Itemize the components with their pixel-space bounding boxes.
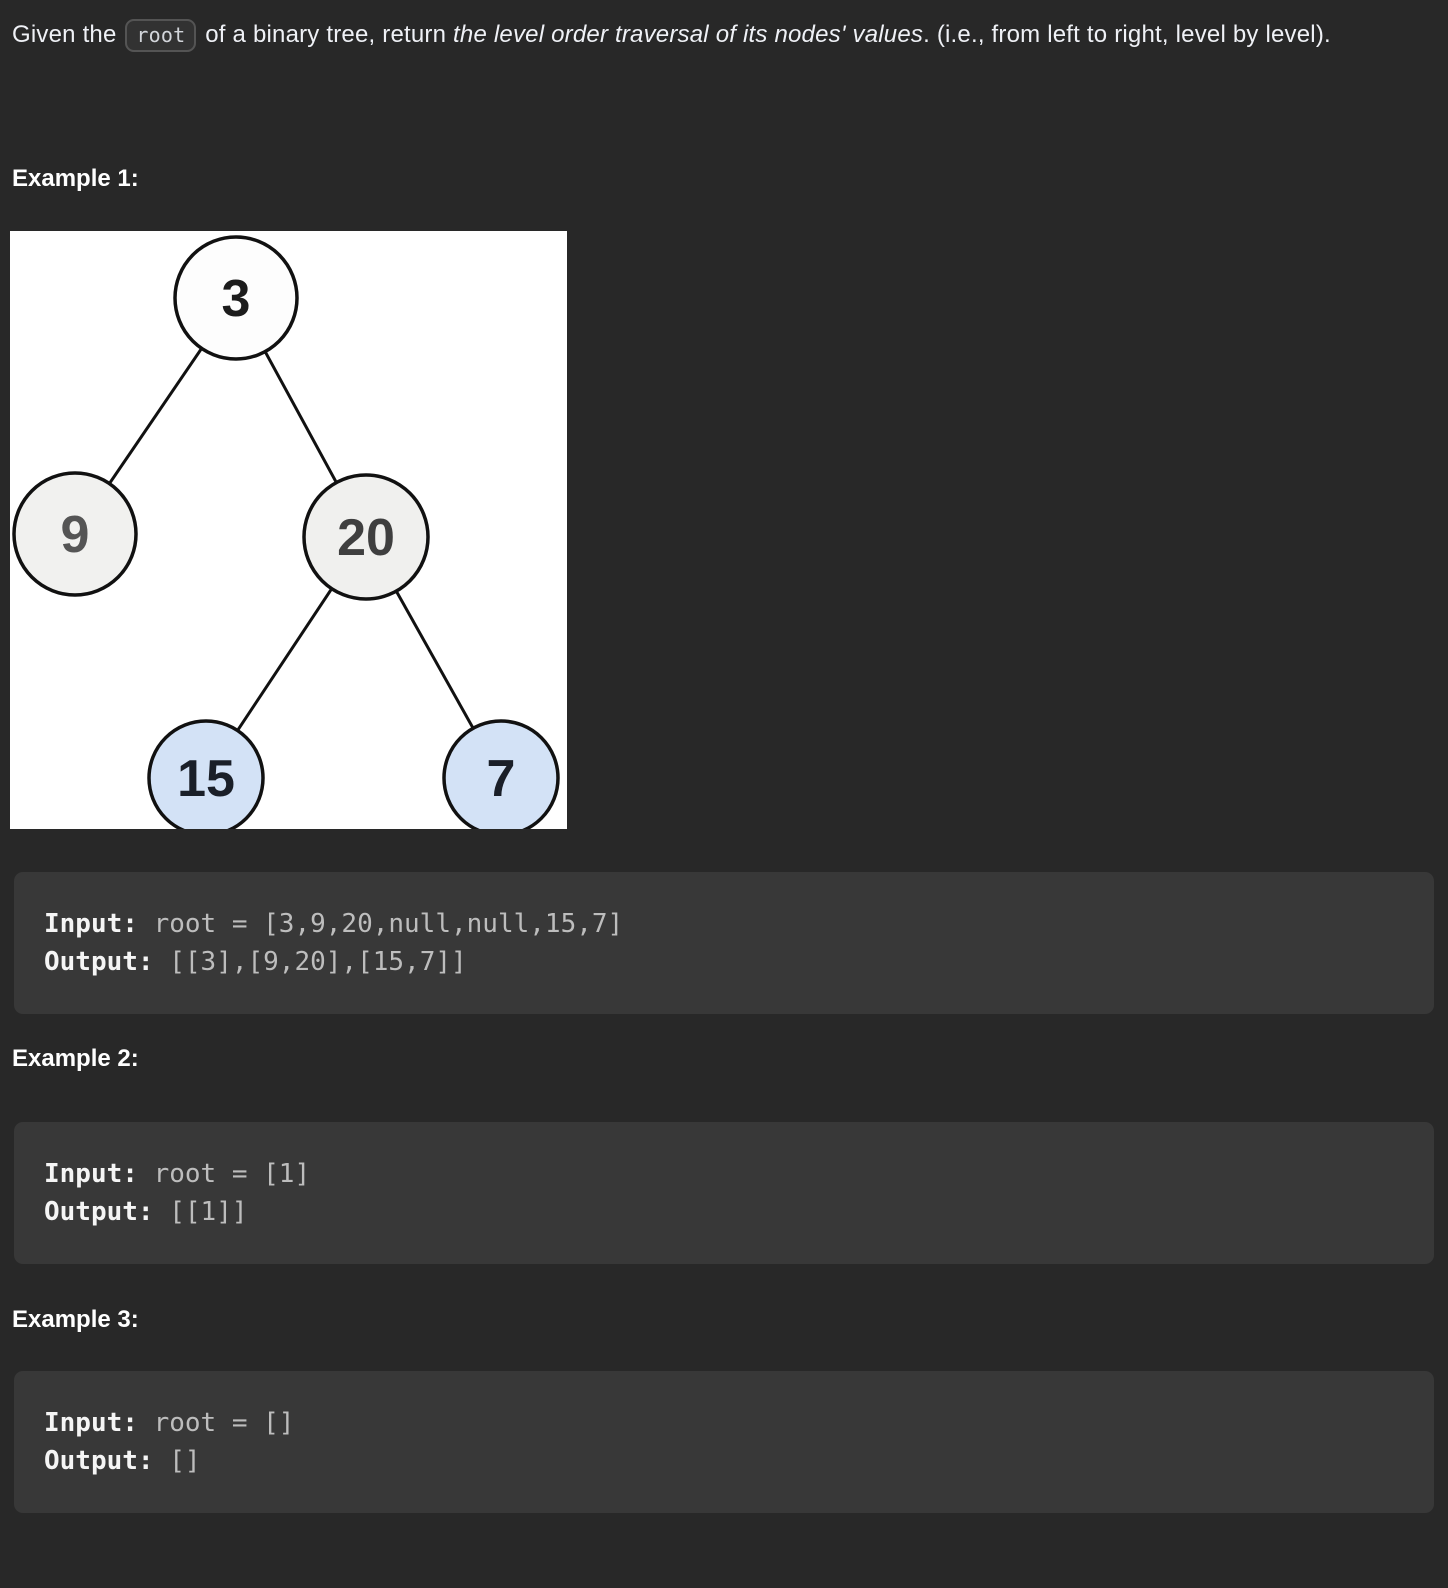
example-3-input-label: Input:	[44, 1408, 138, 1438]
tree-node-20-value: 20	[337, 509, 395, 567]
tree-diagram-figure: 3 9 20 15 7	[10, 231, 567, 829]
example-1-output-line: Output: [[3],[9,20],[15,7]]	[44, 943, 1404, 981]
example-1-input-label: Input:	[44, 909, 138, 939]
inline-code-root: root	[125, 19, 197, 52]
statement-text-italic: the level order traversal of its nodes' …	[453, 21, 924, 48]
problem-statement: Given the root of a binary tree, return …	[12, 12, 1434, 58]
tree-node-9-value: 9	[61, 506, 90, 564]
tree-node-20-circle	[302, 473, 430, 601]
example-2-input-value: root = [1]	[153, 1159, 311, 1189]
example-3-output-value: []	[169, 1446, 201, 1476]
tree-node-15-circle	[147, 719, 265, 829]
tree-node-3-circle	[173, 235, 299, 361]
statement-text-before: Given the	[12, 21, 124, 48]
statement-text-middle: of a binary tree, return	[198, 21, 454, 48]
example-1-output-value: [[3],[9,20],[15,7]]	[169, 947, 467, 977]
example-1-heading: Example 1:	[12, 165, 139, 192]
tree-node-15-value: 15	[177, 750, 235, 808]
example-2-code-block: Input: root = [1] Output: [[1]]	[14, 1122, 1434, 1264]
example-2-output-value: [[1]]	[169, 1197, 248, 1227]
example-3-heading: Example 3:	[12, 1306, 139, 1333]
statement-text-end: . (i.e., from left to right, level by le…	[923, 21, 1331, 48]
problem-description-pane: Given the root of a binary tree, return …	[10, 12, 1434, 1513]
example-1-output-label: Output:	[44, 947, 154, 977]
example-2-output-label: Output:	[44, 1197, 154, 1227]
example-3-code-block: Input: root = [] Output: []	[14, 1371, 1434, 1513]
example-3-output-line: Output: []	[44, 1442, 1404, 1480]
tree-svg: 3 9 20 15 7	[12, 235, 560, 829]
tree-node-7-value: 7	[487, 750, 516, 808]
example-2-heading: Example 2:	[12, 1045, 139, 1072]
example-3-input-value: root = []	[153, 1408, 295, 1438]
example-2-input-line: Input: root = [1]	[44, 1155, 1404, 1193]
example-3-input-line: Input: root = []	[44, 1404, 1404, 1442]
example-2-output-line: Output: [[1]]	[44, 1193, 1404, 1231]
example-1-input-value: root = [3,9,20,null,null,15,7]	[153, 909, 624, 939]
example-1-code-block: Input: root = [3,9,20,null,null,15,7] Ou…	[14, 872, 1434, 1014]
tree-node-9-circle	[12, 471, 138, 597]
example-3-output-label: Output:	[44, 1446, 154, 1476]
example-1-input-line: Input: root = [3,9,20,null,null,15,7]	[44, 905, 1404, 943]
tree-node-7-circle	[442, 719, 560, 829]
example-2-input-label: Input:	[44, 1159, 138, 1189]
tree-node-3-value: 3	[222, 270, 251, 328]
